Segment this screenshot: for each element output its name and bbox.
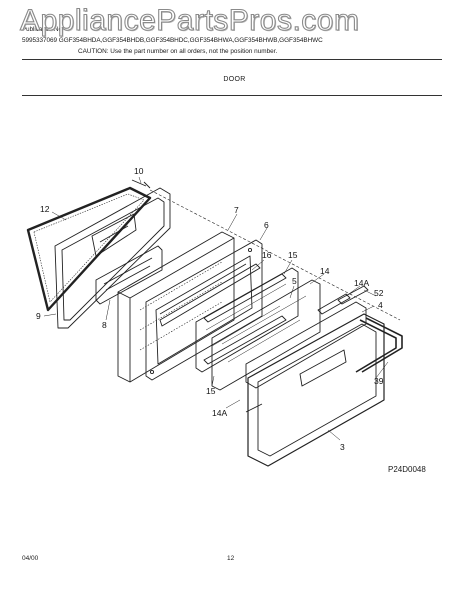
header-rule-bottom <box>22 95 442 96</box>
callout-9: 9 <box>36 311 41 321</box>
model-numbers: GGF354BHDA,GGF354BHDB,GGF354BHDC,GGF354B… <box>58 37 323 44</box>
part-3-outer-panel <box>247 313 385 467</box>
footer-date: 04/00 <box>22 555 39 562</box>
watermark: AppliancePartsPros.com <box>19 3 360 37</box>
callout-15-upper: 15 <box>288 250 298 260</box>
callout-14A-upper: 14A <box>354 278 369 288</box>
callout-6: 6 <box>264 220 269 230</box>
footer-page-number: 12 <box>227 555 235 562</box>
publication-label: Publication No. <box>22 26 64 33</box>
callout-7: 7 <box>234 205 239 215</box>
publication-number: 5995337069 <box>22 37 58 44</box>
diagram-reference-code: P24D0048 <box>388 465 426 474</box>
leader-lines <box>43 176 389 441</box>
part-16-retainer <box>159 263 261 327</box>
part-7-insulation <box>117 231 235 383</box>
callout-14A-lower: 14A <box>212 408 227 418</box>
part-52-trim <box>337 285 369 305</box>
part-9-inner-liner <box>54 187 171 329</box>
callout-4: 4 <box>378 300 383 310</box>
header-rule-top <box>22 59 442 60</box>
section-title: DOOR <box>223 76 246 83</box>
part-10-screw <box>131 179 151 189</box>
door-exploded-diagram: 10 12 7 6 16 15 9 8 14 5 14A 52 4 15 39 … <box>26 166 403 467</box>
part-15-lower-support <box>203 315 287 365</box>
callout-12: 12 <box>40 204 50 214</box>
part-5-inner-glass <box>195 267 299 373</box>
callout-5: 5 <box>292 276 297 286</box>
callout-52: 52 <box>374 288 384 298</box>
callout-10: 10 <box>134 166 144 176</box>
callout-8: 8 <box>102 320 107 330</box>
part-8-window-pack <box>95 245 163 305</box>
part-14A-spacer-upper <box>317 293 351 315</box>
part-6-window-frame <box>145 239 263 381</box>
part-4-outer-frame <box>245 301 367 389</box>
part-14A-spacer-lower <box>245 403 263 413</box>
callout-39: 39 <box>374 376 384 386</box>
caution-text: CAUTION: Use the part number on all orde… <box>78 48 278 55</box>
assembly-axis <box>149 189 401 321</box>
part-12-gasket <box>26 186 152 312</box>
callout-3: 3 <box>340 442 345 452</box>
publication-line: Publication No. <box>22 26 64 33</box>
callout-14: 14 <box>320 266 330 276</box>
callout-16: 16 <box>262 250 272 260</box>
models-line: 5995337069 GGF354BHDA,GGF354BHDB,GGF354B… <box>22 37 323 44</box>
callout-15-lower: 15 <box>206 386 216 396</box>
